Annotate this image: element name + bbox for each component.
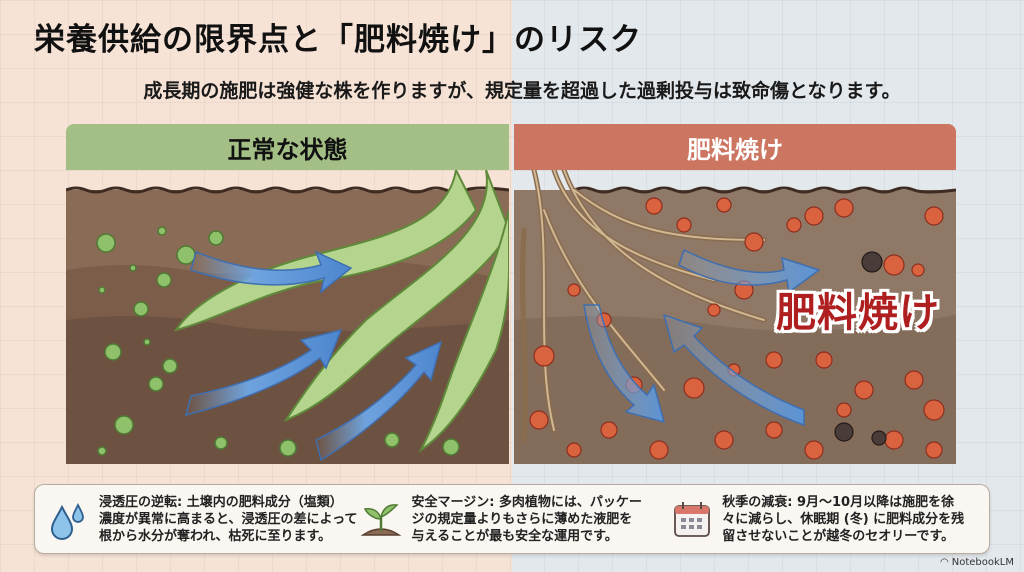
normal-state-header: 正常な状態 xyxy=(66,124,509,170)
info-safety-margin: 安全マージン: 多肉植物には、パッケー ジの規定量よりもさらに薄めた液肥を 与え… xyxy=(357,494,668,545)
page-subtitle: 成長期の施肥は強健な株を作りますが、規定量を超過した過剰投与は致命傷となります。 xyxy=(143,80,901,102)
seedling-icon xyxy=(360,504,402,536)
page-title: 栄養供給の限界点と「肥料焼け」のリスク xyxy=(34,22,642,58)
info-osmotic-pressure: 浸透圧の逆転: 土壌内の肥料成分（塩類） 濃度が異常に高まると、浸透圧の差によっ… xyxy=(45,494,357,545)
normal-state-panel: 正常な状態 xyxy=(66,124,509,464)
info-text-line: 安全マージン: 多肉植物には、パッケー xyxy=(411,494,642,510)
normal-roots-illustration xyxy=(66,170,509,464)
info-text-line: 与えることが最も安全な運用です。 xyxy=(411,528,618,544)
calendar-icon xyxy=(674,502,711,537)
info-text-line: 留させないことが越冬のセオリーです。 xyxy=(722,528,955,544)
credit: ◠ NotebookLM xyxy=(940,557,1014,568)
notebooklm-logo-icon: ◠ xyxy=(940,557,949,568)
fertilizer-burn-header: 肥料焼け xyxy=(514,124,956,170)
credit-label: NotebookLM xyxy=(951,557,1014,568)
fertilizer-burn-overlay-label: 肥料焼け xyxy=(776,290,940,336)
info-text-line: 根から水分が奪われ、枯死に至ります。 xyxy=(99,528,332,544)
info-bar: 浸透圧の逆転: 土壌内の肥料成分（塩類） 濃度が異常に高まると、浸透圧の差によっ… xyxy=(34,484,990,554)
info-autumn-decline: 秋季の減衰: 9月〜10月以降は施肥を徐 々に減らし、休眠期 (冬) に肥料成分… xyxy=(668,494,979,545)
info-text-line: 濃度が異常に高まると、浸透圧の差によって xyxy=(99,511,358,527)
fertilizer-burn-panel: 肥料焼け xyxy=(514,124,956,464)
info-text-line: 々に減らし、休眠期 (冬) に肥料成分を残 xyxy=(722,511,965,527)
water-drops-icon xyxy=(50,502,84,540)
info-text-line: 秋季の減衰: 9月〜10月以降は施肥を徐 xyxy=(722,494,955,510)
info-text-line: ジの規定量よりもさらに薄めた液肥を xyxy=(411,511,633,527)
burned-roots-illustration: 肥料焼け xyxy=(514,170,956,464)
info-text-line: 浸透圧の逆転: 土壌内の肥料成分（塩類） xyxy=(99,494,343,510)
